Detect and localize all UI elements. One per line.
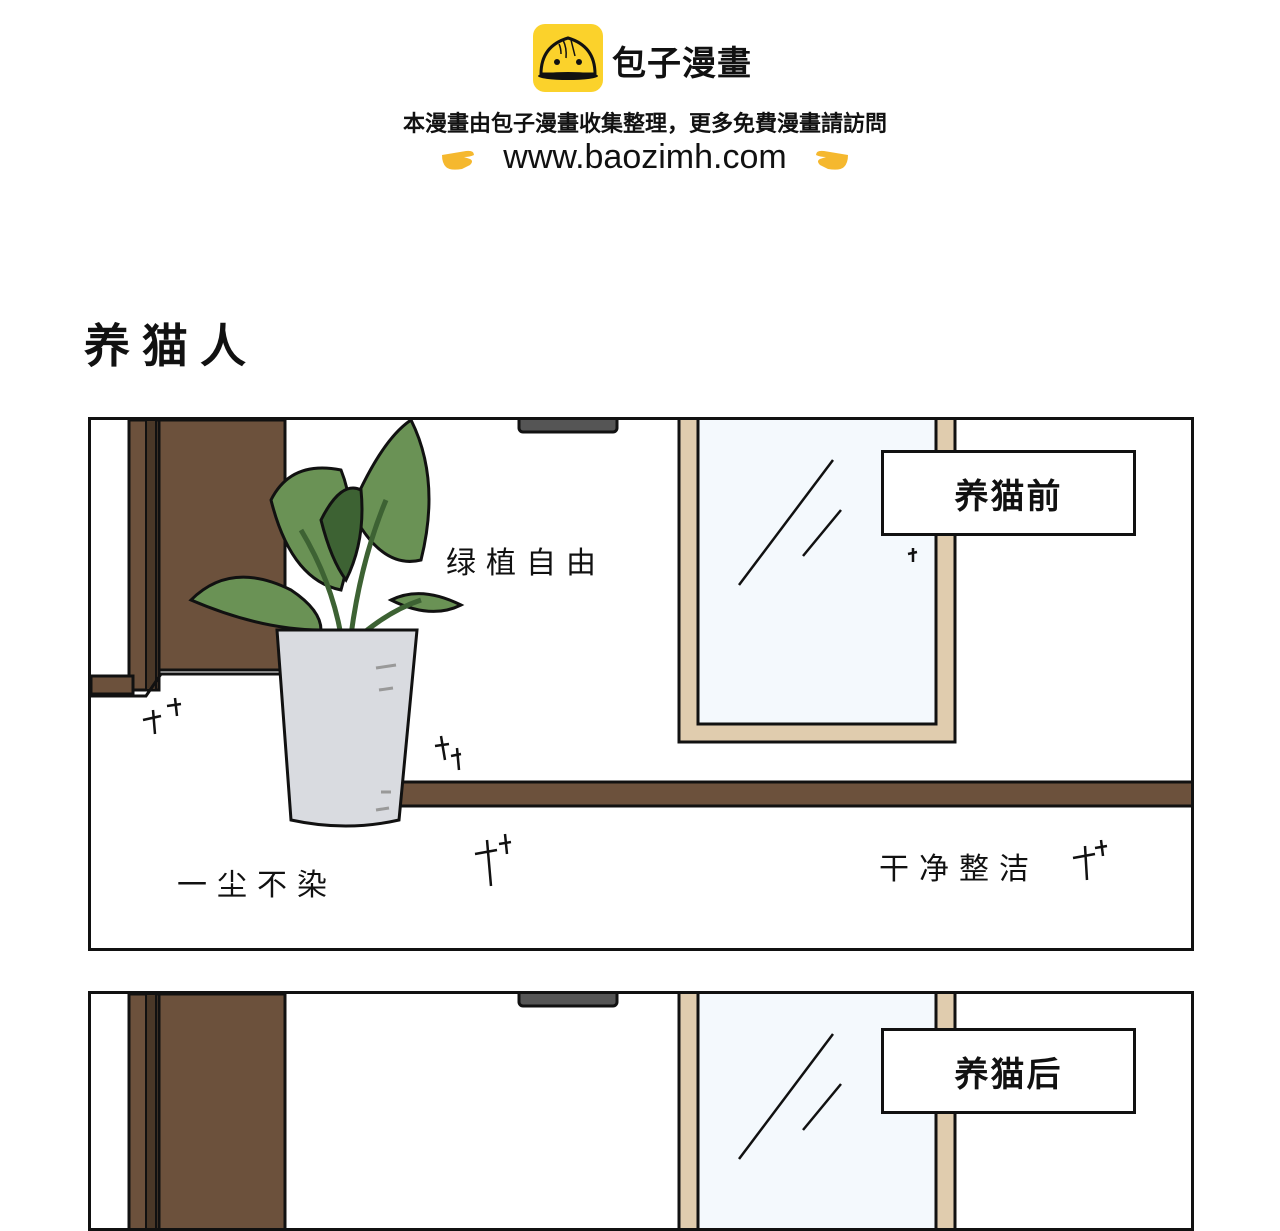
comic-panel-before: 养猫前 绿植自由 一尘不染 干净整洁 (88, 417, 1194, 951)
panel-label-before: 养猫前 (881, 450, 1136, 536)
steamed-bun-icon (538, 36, 598, 80)
caption-clean-tidy: 干净整洁 (879, 852, 1039, 887)
baozi-logo (533, 24, 603, 92)
watermark-notice: 本漫畫由包子漫畫收集整理，更多免費漫畫請訪問 (402, 112, 887, 137)
comic-panel-after: 养猫后 (88, 991, 1194, 1231)
caption-spotless: 一尘不染 (177, 868, 337, 903)
url-row: www.baozimh.com (0, 138, 1280, 177)
pointing-left-hand-icon (816, 150, 849, 170)
comic-title: 养猫人 (84, 319, 258, 373)
panel-label-after: 养猫后 (881, 1028, 1136, 1114)
pointing-right-hand-icon (441, 150, 474, 170)
brand-name: 包子漫畫 (612, 44, 752, 84)
site-url[interactable]: www.baozimh.com (503, 138, 787, 176)
caption-plant-freedom: 绿植自由 (446, 546, 606, 581)
